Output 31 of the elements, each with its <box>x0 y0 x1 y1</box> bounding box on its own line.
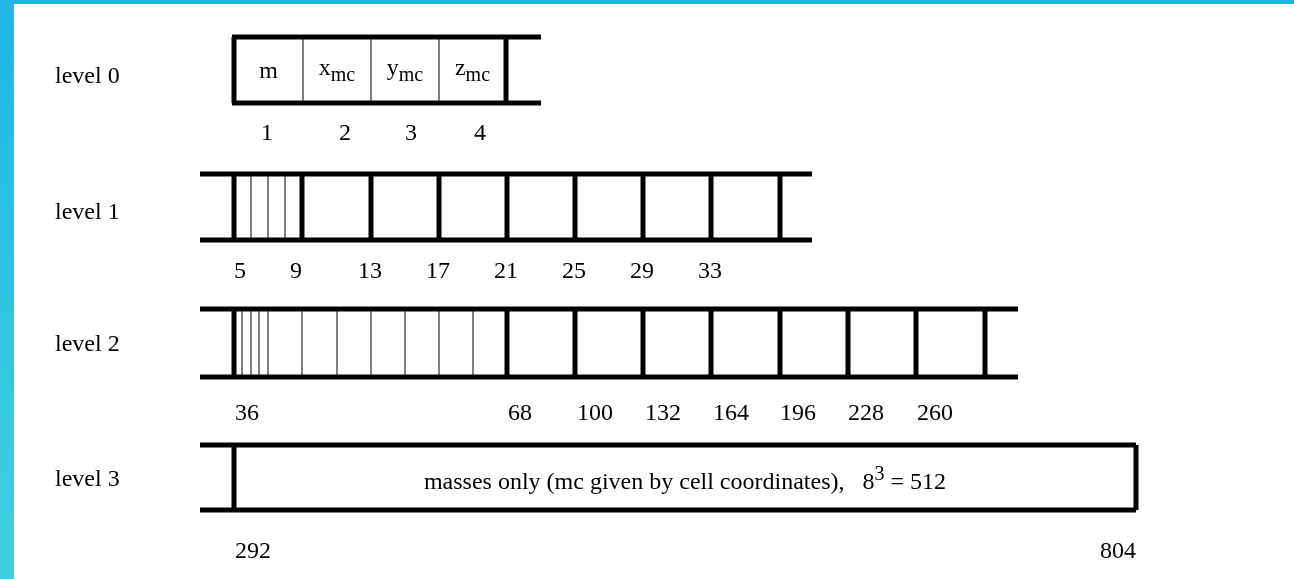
row-label: level 0 <box>55 61 120 89</box>
cell-description: masses only (mc given by cell coordinates), 8$^{3}$ = 512 <box>423 461 947 495</box>
index-number: 3 <box>405 118 417 146</box>
index-number: 68 <box>508 398 532 426</box>
index-number: 1 <box>261 118 273 146</box>
index-number: 196 <box>780 398 816 426</box>
index-number: 132 <box>645 398 681 426</box>
index-number: 228 <box>848 398 884 426</box>
index-number: 25 <box>562 256 586 284</box>
index-number: 4 <box>474 118 486 146</box>
index-number: 33 <box>698 256 722 284</box>
index-number: 17 <box>426 256 450 284</box>
row-label: level 1 <box>55 197 120 225</box>
index-number: 36 <box>235 398 259 426</box>
row-label: level 2 <box>55 329 120 357</box>
index-number: 2 <box>339 118 351 146</box>
index-number: 804 <box>1100 536 1136 564</box>
cell-label: z$_{mc}$ <box>454 54 491 86</box>
index-number: 100 <box>577 398 613 426</box>
index-number: 13 <box>358 256 382 284</box>
cell-label: y$_{mc}$ <box>386 54 424 86</box>
row-label: level 3 <box>55 464 120 492</box>
index-number: 260 <box>917 398 953 426</box>
index-number: 9 <box>290 256 302 284</box>
index-number: 164 <box>713 398 749 426</box>
index-number: 292 <box>235 536 271 564</box>
index-number: 5 <box>234 256 246 284</box>
cell-label: x$_{mc}$ <box>318 54 356 86</box>
index-number: 21 <box>494 256 518 284</box>
index-number: 29 <box>630 256 654 284</box>
cell-label: m <box>259 56 278 84</box>
